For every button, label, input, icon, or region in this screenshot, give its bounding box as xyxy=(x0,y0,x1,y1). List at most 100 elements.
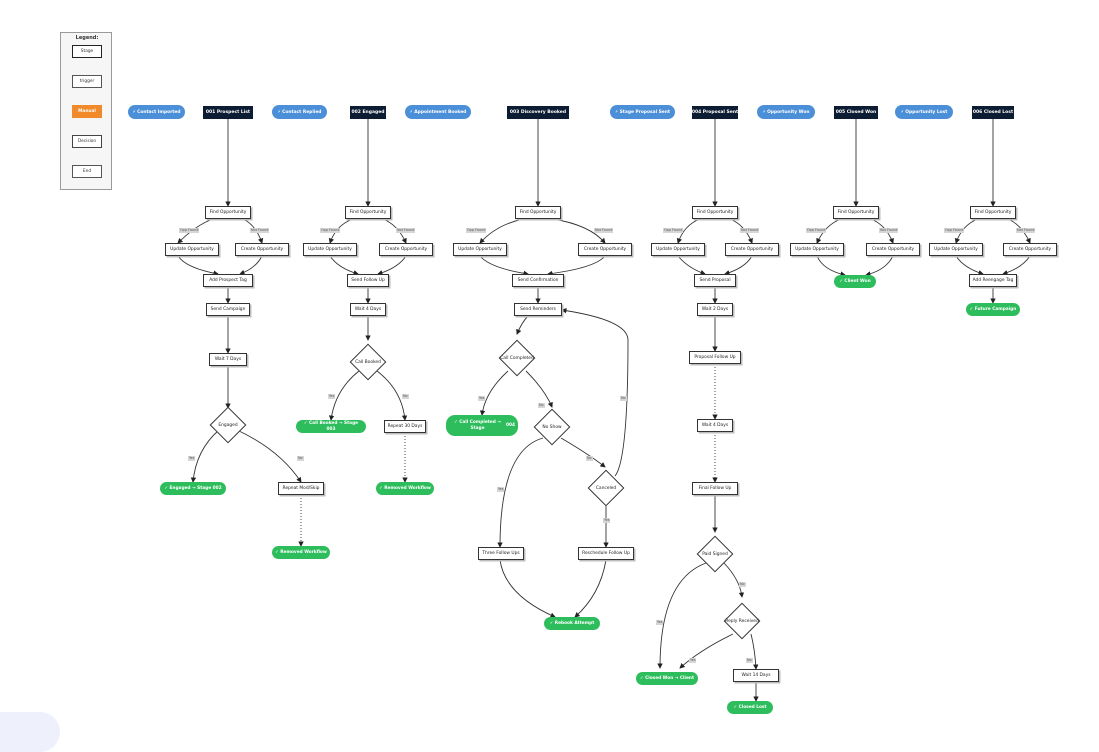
c2-wait-4-days[interactable]: Wait 4 Days xyxy=(350,303,386,316)
c5-create-opportunity[interactable]: Create Opportunity xyxy=(866,243,920,256)
c2-update-opportunity[interactable]: Update Opportunity xyxy=(303,243,357,256)
legend-end: End xyxy=(72,165,102,178)
trigger-appointment-booked[interactable]: ⚡ Appointment Booked xyxy=(405,105,471,119)
c1-wait-7-days[interactable]: Wait 7 Days xyxy=(209,353,247,366)
c3-create-opportunity[interactable]: Create Opportunity xyxy=(578,243,632,256)
c3-label-not-found: Not Found xyxy=(594,228,614,233)
edge-c3-no xyxy=(525,370,553,408)
c2-label-no: No xyxy=(402,394,409,399)
c2-label-opp-found: Opp Found xyxy=(320,228,341,233)
edge-c4-found xyxy=(676,218,701,244)
flow-connectors xyxy=(177,119,1031,702)
edge-c3-resched-end xyxy=(574,559,607,618)
stage-006[interactable]: 006 Closed Lost xyxy=(972,106,1014,119)
c1-update-opportunity[interactable]: Update Opportunity xyxy=(165,243,219,256)
trigger-contact-replied[interactable]: ⚡ Contact Replied xyxy=(272,105,327,119)
c3-three-follow-ups[interactable]: Three Follow Ups xyxy=(478,547,524,560)
c1-add-prospect-tag[interactable]: Add Prospect Tag xyxy=(203,274,253,287)
c4-reply-received-label: Reply Received xyxy=(725,618,759,624)
legend-stage: Stage xyxy=(72,45,102,58)
c2-send-follow-up[interactable]: Send Follow Up xyxy=(347,274,389,287)
c3-send-confirmation[interactable]: Send Confirmation xyxy=(512,274,564,287)
c6-update-opportunity[interactable]: Update Opportunity xyxy=(929,243,983,256)
c2-create-opportunity[interactable]: Create Opportunity xyxy=(379,243,433,256)
c2-find-opportunity[interactable]: Find Opportunity xyxy=(345,206,391,219)
c4-update-opportunity[interactable]: Update Opportunity xyxy=(651,243,705,256)
c5-label-opp-found: Opp Found xyxy=(806,228,827,233)
stage-001[interactable]: 001 Prospect List xyxy=(203,106,253,119)
c2-end-removed[interactable]: ✓ Removed Workflow xyxy=(376,482,434,495)
c6-create-opportunity[interactable]: Create Opportunity xyxy=(1003,243,1057,256)
c5-label-not-found: Not Found xyxy=(879,228,899,233)
c6-add-reengage-tag[interactable]: Add Reengage Tag xyxy=(969,274,1017,287)
legend-decision: Decision xyxy=(72,135,102,148)
c3-end-call-completed[interactable]: ✓ Call Completed → Stage 004 xyxy=(446,415,518,436)
trigger-stage-proposal-sent[interactable]: ⚡ Stage Proposal Sent xyxy=(610,105,675,119)
c2-label-yes: Yes xyxy=(328,394,336,399)
c3-label-noshow-no: No xyxy=(586,456,593,461)
c4-send-proposal[interactable]: Send Proposal xyxy=(694,274,736,287)
edge-c3-found xyxy=(479,218,524,244)
stage-004[interactable]: 004 Proposal Sent xyxy=(692,106,738,119)
c6-label-not-found: Not Found xyxy=(1016,228,1036,233)
c3-reschedule-follow-up[interactable]: Reschedule Follow Up xyxy=(578,547,634,560)
c4-end-closed-won[interactable]: ✓ Closed Won → Client xyxy=(636,672,698,685)
c3-label-no: No xyxy=(538,403,545,408)
c4-wait-2-days[interactable]: Wait 2 Days xyxy=(697,303,733,316)
stage-002[interactable]: 002 Engaged xyxy=(350,106,386,119)
c3-label-canceled-no: No xyxy=(620,396,627,401)
c3-send-reminders[interactable]: Send Reminders xyxy=(514,303,562,316)
edge-c3-yes xyxy=(479,370,509,416)
c3-update-opportunity[interactable]: Update Opportunity xyxy=(453,243,507,256)
c4-find-opportunity[interactable]: Find Opportunity xyxy=(692,206,738,219)
edge-c3-create-conf xyxy=(547,255,606,277)
edge-c2-update-send xyxy=(329,255,359,276)
legend-title: Legend: xyxy=(75,35,99,41)
c2-end-call-booked[interactable]: ✓ Call Booked → Stage 003 xyxy=(296,420,366,433)
edge-c2-no xyxy=(376,370,408,421)
c6-find-opportunity[interactable]: Find Opportunity xyxy=(970,206,1016,219)
edge-c3-rem-call xyxy=(516,315,529,335)
stage-003[interactable]: 003 Discovery Booked xyxy=(507,106,569,119)
c4-end-closed-lost[interactable]: ✓ Closed Lost xyxy=(727,701,773,714)
edge-c1-create-tag xyxy=(239,255,263,275)
c3-label-noshow-yes: Yes xyxy=(497,487,505,492)
trigger-contact-imported[interactable]: ⚡ Contact Imported xyxy=(128,105,185,119)
c1-send-campaign[interactable]: Send Campaign xyxy=(206,303,250,316)
edge-c5-update-end xyxy=(816,255,846,277)
trigger-opportunity-lost[interactable]: ⚡ Opportunity Lost xyxy=(895,105,953,119)
edge-c2-yes xyxy=(328,370,360,421)
legend-trigger: trigger xyxy=(72,75,102,88)
c1-end-engaged[interactable]: ✓ Engaged → Stage 002 xyxy=(160,482,226,495)
edge-c3-three-end xyxy=(499,559,556,618)
c3-find-opportunity[interactable]: Find Opportunity xyxy=(515,206,561,219)
c4-wait-4-days[interactable]: Wait 4 Days xyxy=(697,419,733,432)
c4-proposal-follow-up[interactable]: Proposal Follow Up xyxy=(689,351,741,364)
c2-repeat-30-days[interactable]: Repeat 30 Days xyxy=(384,420,426,433)
c1-create-opportunity[interactable]: Create Opportunity xyxy=(235,243,289,256)
c3-label-opp-found: Opp Found xyxy=(466,228,487,233)
c5-find-opportunity[interactable]: Find Opportunity xyxy=(833,206,879,219)
c3-end-call-completed-line2: 004 xyxy=(506,422,515,428)
stage-005[interactable]: 005 Closed Won xyxy=(834,106,878,119)
edge-c4-paid-yes xyxy=(657,562,707,669)
edge-c3-notfound xyxy=(552,218,606,244)
c5-end-client-won[interactable]: ✓ Client Won xyxy=(834,275,876,288)
c4-wait-14-days[interactable]: Wait 14 Days xyxy=(733,669,779,682)
c1-find-opportunity[interactable]: Find Opportunity xyxy=(205,206,251,219)
trigger-opportunity-won[interactable]: ⚡ Opportunity Won xyxy=(757,105,815,119)
c4-label-opp-found: Opp Found xyxy=(663,228,684,233)
edge-c1-yes xyxy=(190,429,220,483)
c3-end-rebook[interactable]: ✓ Rebook Attempt xyxy=(544,617,600,630)
c3-end-call-completed-line1: ✓ Call Completed → Stage xyxy=(454,419,501,431)
c5-update-opportunity[interactable]: Update Opportunity xyxy=(790,243,844,256)
edge-c2-create-send xyxy=(377,255,407,276)
c1-repeat-mod-skip[interactable]: Repeat Mod/Skip xyxy=(278,482,324,495)
edge-c1-update-tag xyxy=(177,255,219,276)
c6-end-future-campaign[interactable]: ✓ Future Campaign xyxy=(966,303,1020,316)
c4-final-follow-up[interactable]: Final Follow Up xyxy=(692,482,738,495)
c1-end-removed[interactable]: ✓ Removed Workflow xyxy=(272,546,330,559)
edge-c4-paid-no xyxy=(723,562,745,598)
c4-create-opportunity[interactable]: Create Opportunity xyxy=(725,243,779,256)
edge-c3-noshow-no xyxy=(560,437,606,468)
